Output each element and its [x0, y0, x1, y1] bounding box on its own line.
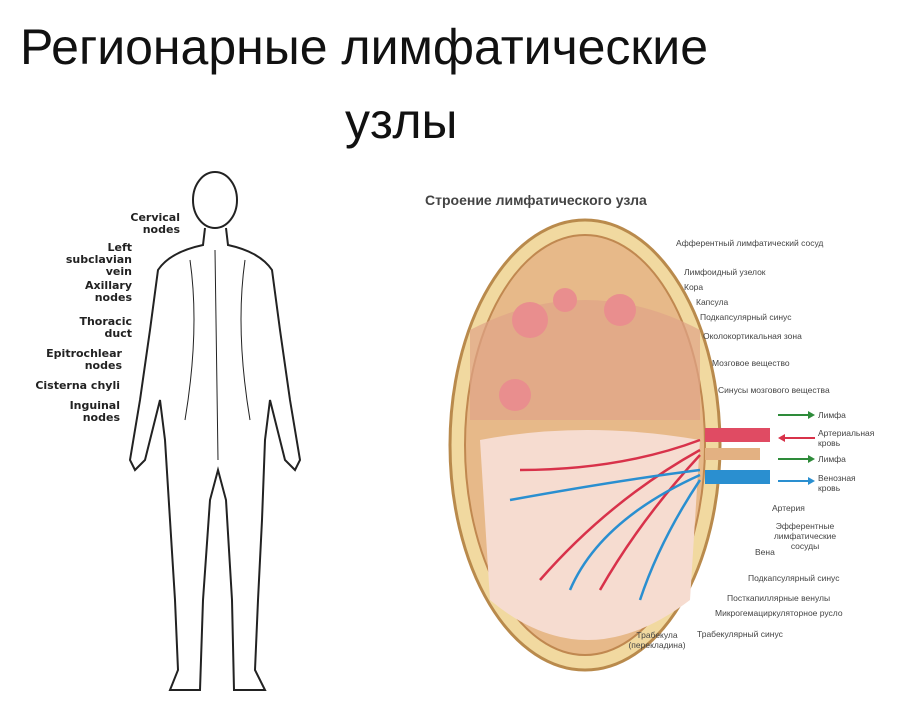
node-label: Эфферентные лимфатические сосуды: [773, 521, 837, 551]
node-label: Трабекула (перекладина): [628, 630, 686, 650]
label-epitrochlear-nodes: Epitrochlear nodes: [46, 347, 122, 372]
node-label: Подкапсулярный синус: [700, 312, 792, 322]
node-label: Капсула: [696, 297, 729, 307]
label-cisterna-chyli: Cisterna chyli: [35, 379, 120, 392]
node-label: Околокортикальная зона: [703, 331, 802, 341]
node-label: Посткапиллярные венулы: [727, 593, 831, 603]
body-figure-drawing: [128, 171, 302, 691]
legend-arterial-blood: Артериальная кровь: [818, 428, 875, 448]
label-axillary-nodes: Axillary nodes: [85, 279, 132, 304]
node-label: Лимфоидный узелок: [684, 267, 766, 277]
node-label: Синусы мозгового вещества: [718, 385, 830, 395]
legend-lymph-2: Лимфа: [818, 454, 846, 464]
label-cervical-nodes: Cervical nodes: [130, 211, 180, 236]
node-label: Кора: [684, 282, 704, 292]
node-label: Трабекулярный синус: [697, 629, 783, 639]
label-inguinal-nodes: Inguinal nodes: [69, 399, 120, 424]
node-label: Вена: [755, 547, 775, 557]
node-diagram-title: Строение лимфатического узла: [425, 192, 647, 208]
node-drawing: [448, 218, 770, 672]
node-label: Микрогемациркуляторное русло: [715, 608, 843, 618]
node-label: Мозговое вещество: [712, 358, 790, 368]
slide-title-line1: Регионарные лимфатические: [20, 19, 709, 75]
label-thoracic-duct: Thoracic duct: [79, 315, 132, 340]
node-label: Афферентный лимфатический сосуд: [676, 238, 824, 248]
legend-arrows: [778, 411, 815, 485]
legend-venous-blood: Венозная кровь: [818, 473, 856, 493]
label-left-subclavian-vein: Left subclavian vein: [65, 241, 132, 278]
node-label: Подкапсулярный синус: [748, 573, 840, 583]
slide-title-line2: узлы: [345, 93, 458, 149]
legend-lymph-1: Лимфа: [818, 410, 846, 420]
node-label: Артерия: [772, 503, 805, 513]
